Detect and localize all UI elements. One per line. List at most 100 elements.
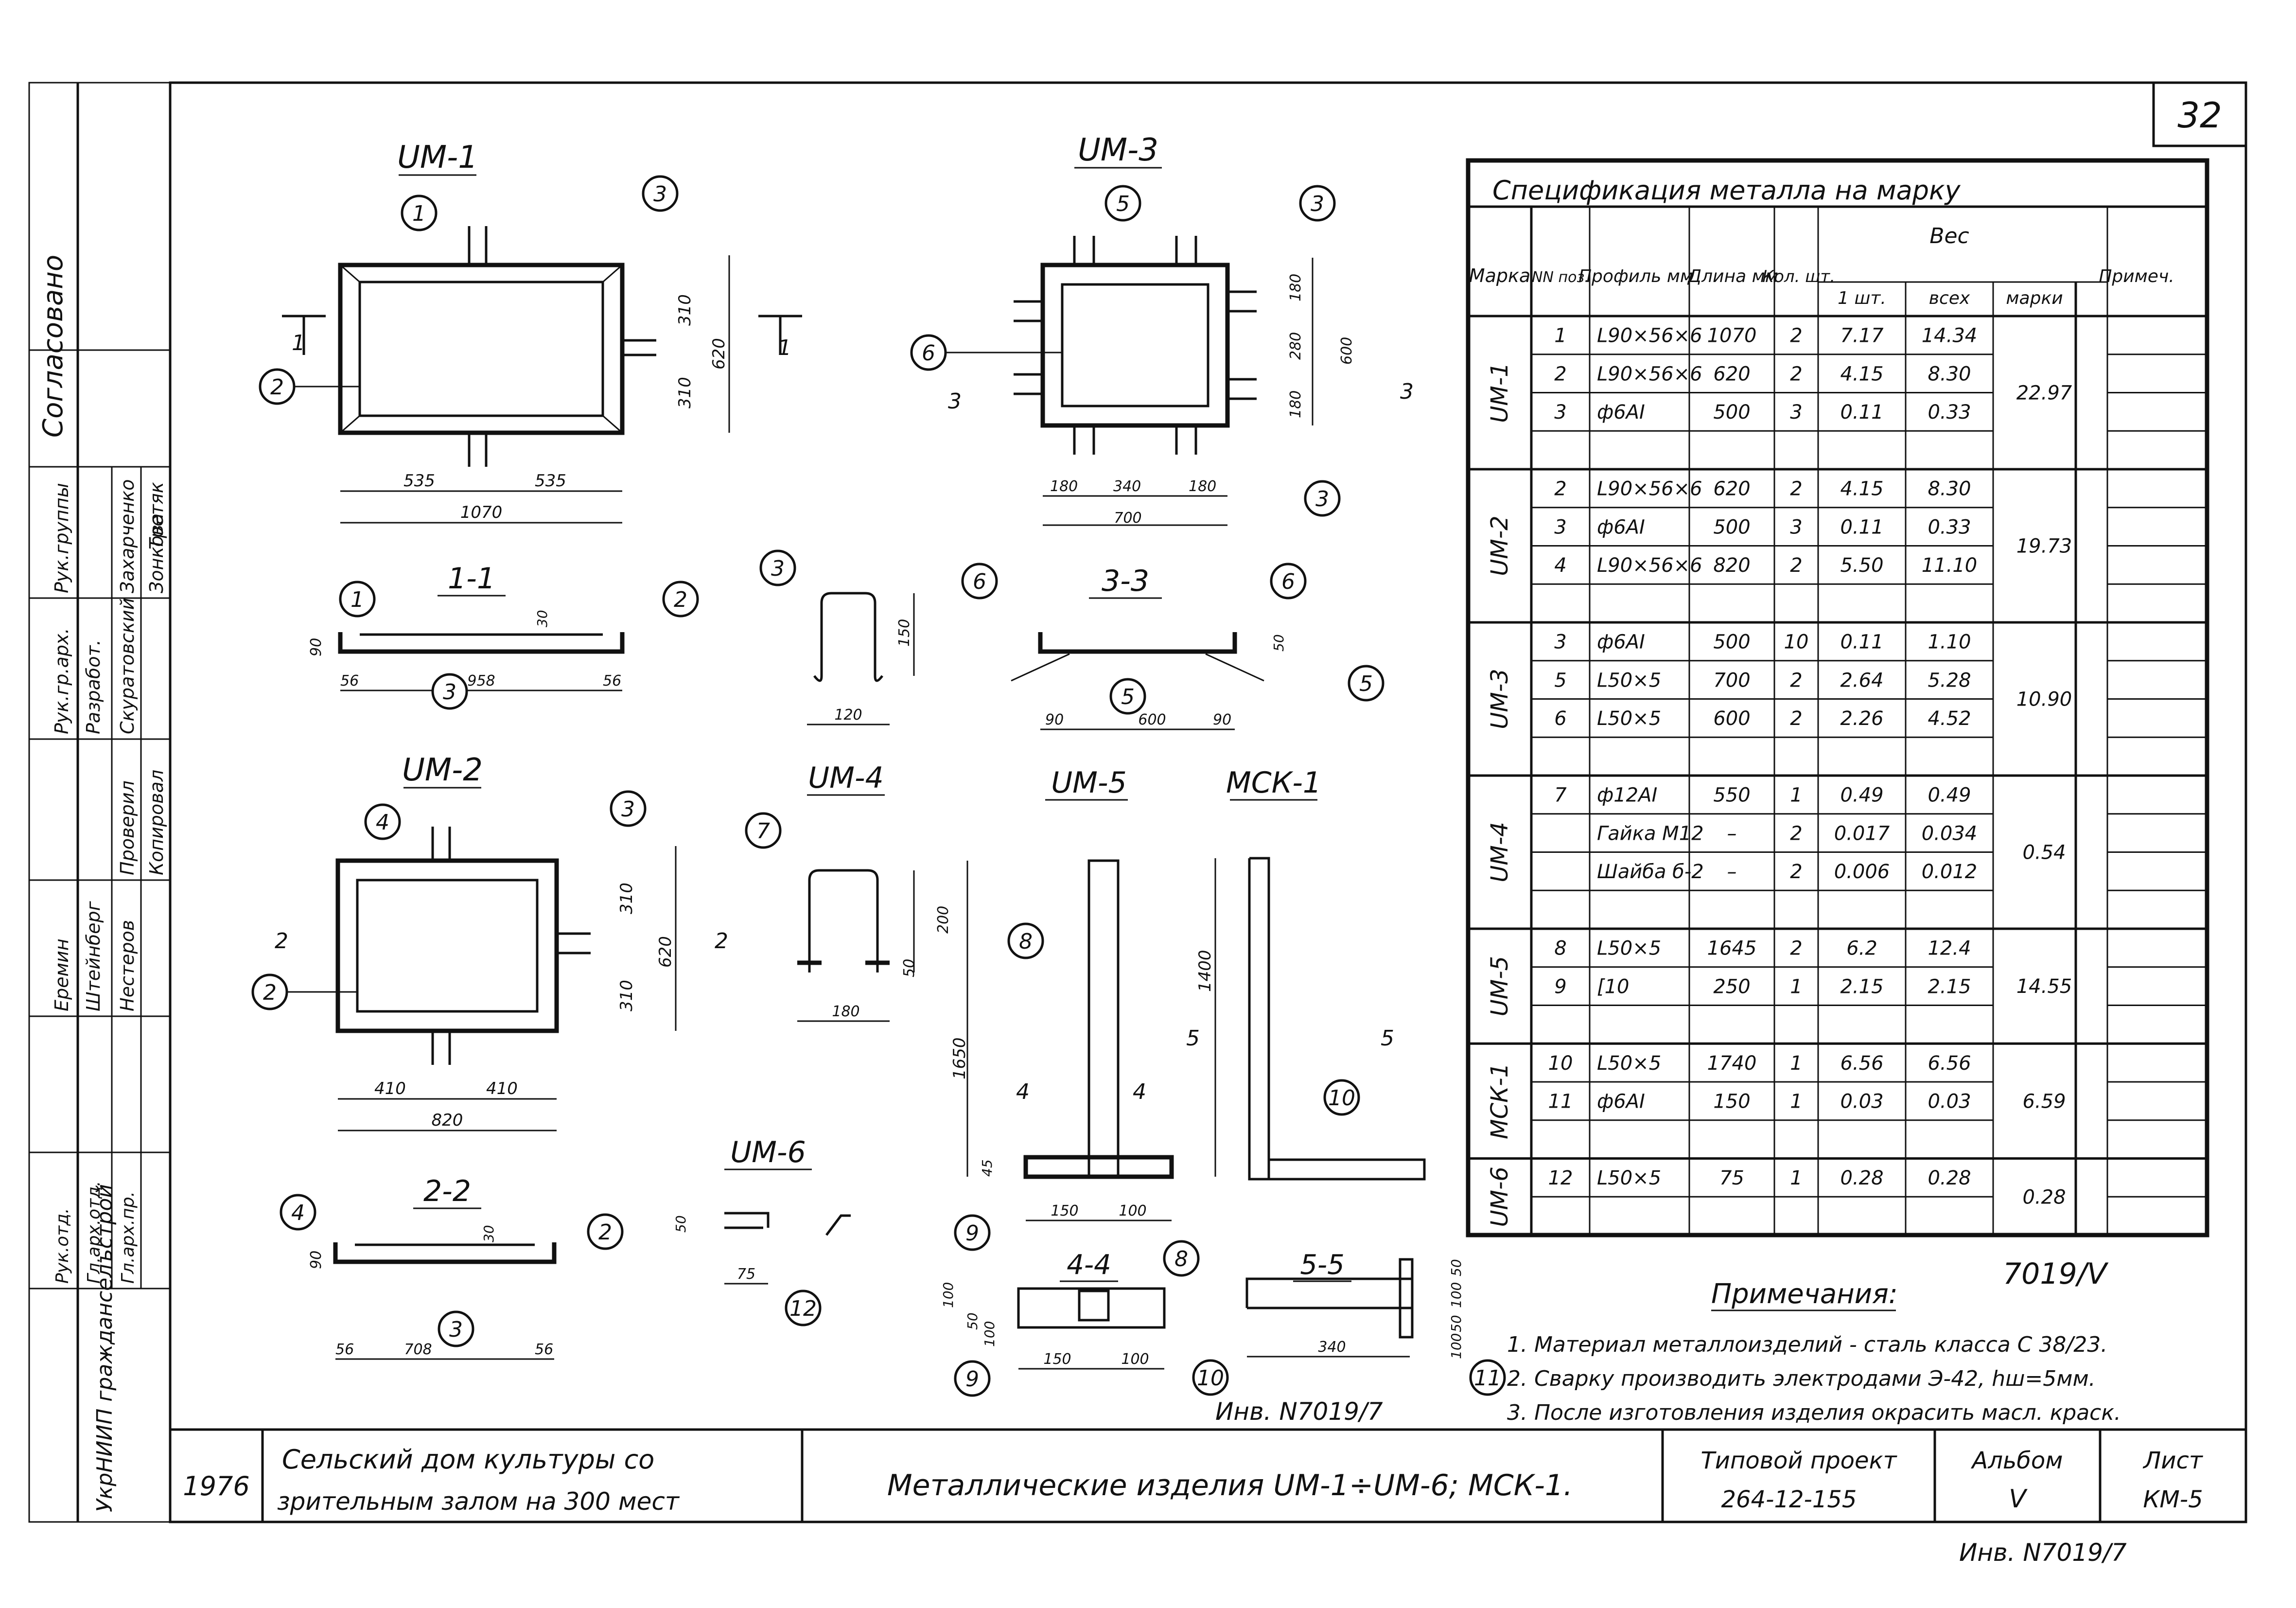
sec44-bubble-9: 9 bbox=[965, 1367, 979, 1392]
spec-total: 22.97 bbox=[2016, 382, 2072, 405]
um1-dim-535b: 535 bbox=[535, 471, 566, 491]
spec-cell: 0.49 bbox=[1840, 784, 1883, 807]
um4-title: UM-4 bbox=[808, 761, 884, 795]
um5-dim-45: 45 bbox=[979, 1159, 995, 1177]
spec-cell: 820 bbox=[1713, 554, 1750, 577]
sec22-dim-30: 30 bbox=[481, 1225, 497, 1242]
um1-dim-620: 620 bbox=[709, 338, 729, 370]
spec-cell: 2 bbox=[1790, 707, 1802, 730]
sig-name-3: Зонкова bbox=[146, 513, 167, 593]
spec-cell: 500 bbox=[1713, 401, 1750, 424]
spec-cell: 0.33 bbox=[1928, 516, 1971, 538]
spec-cell: 11.10 bbox=[1922, 554, 1978, 577]
sig-role-2: Рук.гр.арх. bbox=[51, 628, 72, 734]
um1-dim-1070: 1070 bbox=[460, 503, 503, 522]
um5-cut-4a: 4 bbox=[1016, 1079, 1030, 1104]
um2-bubble-4: 4 bbox=[376, 810, 389, 835]
um3-cut-left: 3 bbox=[948, 389, 962, 414]
um4-bubble-7: 7 bbox=[756, 819, 770, 844]
spec-cell: 7.17 bbox=[1840, 325, 1884, 347]
um1-bubble-3: 3 bbox=[653, 182, 667, 207]
um1-dim-310b: 310 bbox=[675, 377, 695, 408]
um2-dim-410b: 410 bbox=[486, 1079, 518, 1098]
spec-cell: 1.10 bbox=[1928, 631, 1971, 654]
spec-cell: 2 bbox=[1554, 363, 1566, 385]
spec-cell: L90×56×6 bbox=[1597, 478, 1702, 500]
sec44-dim-100b: 100 bbox=[981, 1321, 998, 1347]
sec22-bubble-2: 2 bbox=[598, 1220, 612, 1245]
spec-cell: 2 bbox=[1790, 937, 1802, 960]
spec-cell: – bbox=[1727, 822, 1737, 845]
year: 1976 bbox=[183, 1471, 249, 1502]
spec-total: 14.55 bbox=[2016, 975, 2072, 998]
um2-title: UM-2 bbox=[402, 752, 483, 788]
org-name: УкрНИИП гражданселъстрой bbox=[92, 1184, 117, 1512]
spec-cell: L90×56×6 bbox=[1597, 325, 1702, 347]
um3-title: UM-3 bbox=[1078, 132, 1158, 168]
spec-h-pos: NN поз. bbox=[1532, 269, 1589, 286]
typical-label: Типовой проект bbox=[1700, 1447, 1897, 1474]
spec-cell: L50×5 bbox=[1597, 669, 1661, 691]
spec-cell: 1070 bbox=[1707, 325, 1757, 347]
sec33-dim-600: 600 bbox=[1138, 711, 1166, 728]
sec44-bubble-8: 8 bbox=[1174, 1247, 1188, 1272]
sig-name-2: Скуратовский bbox=[117, 598, 138, 734]
spec-cell: ф6AI bbox=[1597, 401, 1645, 424]
spec-cell: 0.49 bbox=[1928, 784, 1971, 807]
um5-title: UM-5 bbox=[1051, 766, 1127, 800]
spec-cell: 75 bbox=[1719, 1167, 1744, 1189]
spec-cell: ф6AI bbox=[1597, 1091, 1645, 1113]
um2-bubble-2: 2 bbox=[263, 980, 277, 1005]
drawing-um2: UM-2 310 310 620 410 410 820 4 3 2 2 2 bbox=[251, 752, 728, 1131]
spec-mark: МСК-1 bbox=[1486, 1063, 1513, 1139]
spec-cell: – bbox=[1727, 861, 1737, 883]
spec-mark: UM-5 bbox=[1486, 956, 1513, 1016]
spec-mark: UM-4 bbox=[1486, 822, 1513, 882]
spec-cell: 2 bbox=[1790, 861, 1802, 883]
spec-cell: 0.28 bbox=[1840, 1167, 1883, 1189]
inv-bottom: Инв. N7019/7 bbox=[1959, 1538, 2127, 1567]
spec-cell: L50×5 bbox=[1597, 1052, 1661, 1075]
um3-bubble-3a: 3 bbox=[1311, 192, 1324, 216]
sig-role-6: Рук.отд. bbox=[53, 1208, 72, 1284]
project-line2: зрительным залом на 300 мест bbox=[277, 1487, 680, 1516]
msk1-title: МСК-1 bbox=[1226, 766, 1321, 800]
spec-cell: 3 bbox=[1554, 631, 1566, 654]
um3-bubble-6: 6 bbox=[922, 341, 935, 366]
sec11-bubble-3: 3 bbox=[443, 680, 456, 705]
sec33-bubble-6a: 6 bbox=[973, 569, 986, 594]
spec-cell: 3 bbox=[1554, 401, 1566, 424]
spec-cell: [10 bbox=[1597, 975, 1630, 998]
spec-cell: 0.017 bbox=[1834, 822, 1890, 845]
sig-role-3: Разработ. bbox=[83, 639, 104, 734]
spec-h-mark: Марка bbox=[1469, 265, 1530, 286]
list-value: КМ-5 bbox=[2143, 1486, 2203, 1513]
sheet-number: 32 bbox=[2177, 95, 2222, 136]
sig-role-4: Проверил bbox=[117, 780, 138, 875]
spec-cell: ф12AI bbox=[1597, 784, 1657, 807]
spec-cell: 6.56 bbox=[1840, 1052, 1883, 1075]
spec-cell: 2.15 bbox=[1840, 975, 1883, 998]
msk1-cut-5: 5 bbox=[1381, 1026, 1394, 1051]
um2-dim-310b: 310 bbox=[617, 980, 636, 1011]
spec-cell: 0.034 bbox=[1922, 822, 1978, 845]
spec-h-note: Примеч. bbox=[2099, 266, 2174, 286]
sec33-dim-50: 50 bbox=[1271, 634, 1287, 652]
sec33-bubble-5a: 5 bbox=[1121, 685, 1135, 709]
spec-title: Спецификация металла на марку bbox=[1492, 175, 1961, 206]
spec-cell: 7 bbox=[1554, 784, 1567, 807]
item-3-detail: 150 120 3 bbox=[759, 549, 915, 725]
sec22-bubble-4: 4 bbox=[291, 1201, 305, 1225]
spec-cell: 8.30 bbox=[1928, 478, 1971, 500]
section-5-5: 5-5 50 100 50 100 340 10 11 bbox=[1192, 1249, 1506, 1396]
spec-cell: 0.03 bbox=[1928, 1091, 1971, 1113]
section-1-1: 1-1 90 30 56 958 56 1 2 3 bbox=[308, 562, 699, 710]
um2-bubble-3: 3 bbox=[621, 797, 635, 822]
sec11-bubble-1: 1 bbox=[351, 587, 364, 612]
spec-cell: 0.28 bbox=[1928, 1167, 1971, 1189]
um5-dim-150: 150 bbox=[1051, 1202, 1078, 1219]
um2-dim-310a: 310 bbox=[617, 883, 636, 914]
spec-cell: 2 bbox=[1790, 325, 1802, 347]
item3-dim-120: 120 bbox=[834, 707, 862, 724]
